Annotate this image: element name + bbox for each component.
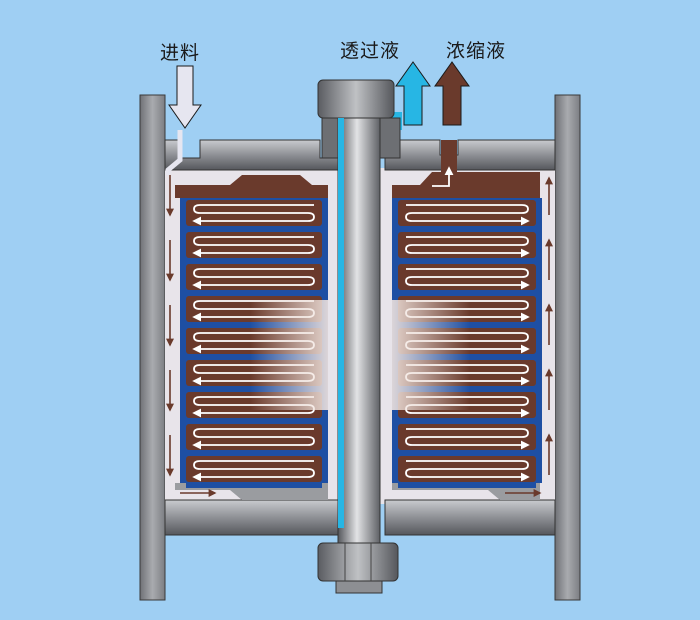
membrane-gap (186, 258, 322, 264)
glow-right (392, 300, 470, 410)
flow-path (192, 268, 315, 290)
flow-path (405, 236, 530, 258)
bottom-housing (164, 499, 339, 536)
feed-down-arrow-icon (168, 65, 202, 129)
right-outer-wall (554, 94, 581, 601)
membrane-gap (186, 482, 322, 488)
bolt-head (317, 79, 395, 119)
left-outer-wall (139, 94, 166, 601)
bottom-housing-right (384, 499, 556, 536)
flow-path (405, 204, 530, 226)
top-housing (164, 139, 339, 171)
membrane-gap (186, 290, 322, 296)
flow-path (192, 460, 315, 482)
membrane-gap (398, 482, 536, 488)
flow-path (405, 428, 530, 450)
flow-path (192, 236, 315, 258)
flow-path (405, 460, 530, 482)
concentrate-label: 浓缩液 (446, 40, 507, 62)
membrane-gap (398, 290, 536, 296)
membrane-gap (186, 418, 322, 424)
membrane-gap (398, 418, 536, 424)
membrane-gap (186, 450, 322, 456)
top-manifold-left (175, 175, 328, 198)
bolt-shaft (337, 117, 381, 559)
permeate-up-arrow-icon (395, 61, 431, 126)
bolt-nut (317, 542, 399, 582)
permeate-centre-channel (338, 118, 344, 528)
feed-channel (165, 130, 183, 175)
membrane-gap (398, 258, 536, 264)
concentrate-up-arrow-icon (434, 61, 470, 126)
membrane-gap (186, 226, 322, 232)
membrane-gap (398, 226, 536, 232)
top-housing-right (384, 139, 556, 171)
bolt-nut-washer (335, 580, 383, 594)
glow-left (250, 300, 328, 410)
flow-path (192, 428, 315, 450)
concentrate-outlet-arrow (432, 166, 454, 187)
flow-path (192, 204, 315, 226)
plates-left (186, 200, 322, 488)
top-manifold-right (392, 172, 540, 198)
feed-label: 进料 (160, 42, 201, 64)
permeate-label: 透过液 (340, 40, 401, 62)
flow-path (405, 268, 530, 290)
membrane-gap (398, 450, 536, 456)
